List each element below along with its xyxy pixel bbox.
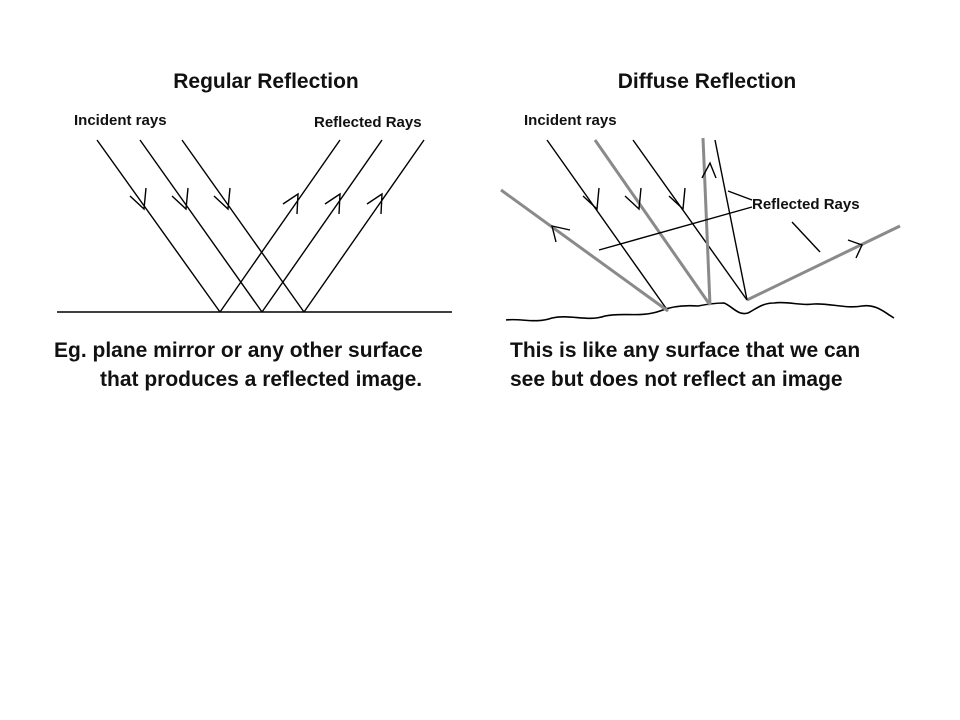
diffuse-reflected-arrowhead — [701, 161, 717, 179]
regular-reflected-ray — [303, 139, 425, 313]
regular-caption-line1: Eg. plane mirror or any other surface — [54, 339, 423, 362]
diffuse-incident-arrowhead — [668, 187, 686, 211]
diffuse-incident-arrowhead — [624, 187, 642, 211]
regular-reflection-panel: Regular Reflection Incident rays Reflect… — [54, 70, 452, 391]
regular-incident-rays-label: Incident rays — [74, 112, 167, 129]
regular-incident-arrowhead — [171, 187, 189, 211]
rough-surface — [505, 301, 895, 322]
reflected-rays-pointer — [791, 221, 821, 253]
diffuse-reflection-title: Diffuse Reflection — [618, 70, 797, 93]
diffuse-incident-ray — [593, 139, 712, 306]
regular-caption-line2: that produces a reflected image. — [100, 368, 422, 391]
diffuse-reflected-arrowhead — [551, 225, 571, 243]
diffuse-reflected-ray — [714, 139, 748, 301]
diffuse-reflected-arrowhead — [847, 239, 863, 259]
regular-reflected-ray — [261, 139, 383, 313]
diffuse-incident-ray — [632, 139, 748, 301]
regular-reflected-rays-label: Reflected Rays — [314, 114, 422, 131]
diffuse-caption-line1: This is like any surface that we can — [510, 339, 860, 362]
regular-reflection-title: Regular Reflection — [173, 70, 359, 93]
regular-incident-ray — [96, 139, 221, 313]
regular-reflected-arrowhead — [366, 192, 383, 215]
diffuse-reflected-rays-label: Reflected Rays — [752, 196, 860, 213]
diffuse-reflected-ray — [701, 137, 712, 306]
reflected-rays-pointer — [727, 190, 753, 201]
regular-reflected-arrowhead — [324, 192, 341, 215]
regular-incident-ray — [181, 139, 305, 313]
regular-reflected-arrowhead — [282, 192, 299, 215]
regular-incident-arrowhead — [213, 187, 231, 211]
regular-reflected-ray — [219, 139, 341, 313]
diffuse-incident-ray — [546, 139, 669, 312]
diffuse-reflection-panel: Diffuse Reflection Incident rays Reflect… — [500, 70, 901, 391]
diffuse-incident-rays-label: Incident rays — [524, 112, 617, 129]
diffuse-reflected-ray — [500, 188, 669, 313]
diffuse-caption-line2: see but does not reflect an image — [510, 368, 843, 391]
reflected-rays-pointer — [598, 206, 753, 251]
regular-incident-arrowhead — [129, 187, 147, 211]
diffuse-reflected-ray — [746, 224, 901, 302]
regular-incident-ray — [139, 139, 263, 313]
diffuse-incident-arrowhead — [582, 187, 600, 211]
